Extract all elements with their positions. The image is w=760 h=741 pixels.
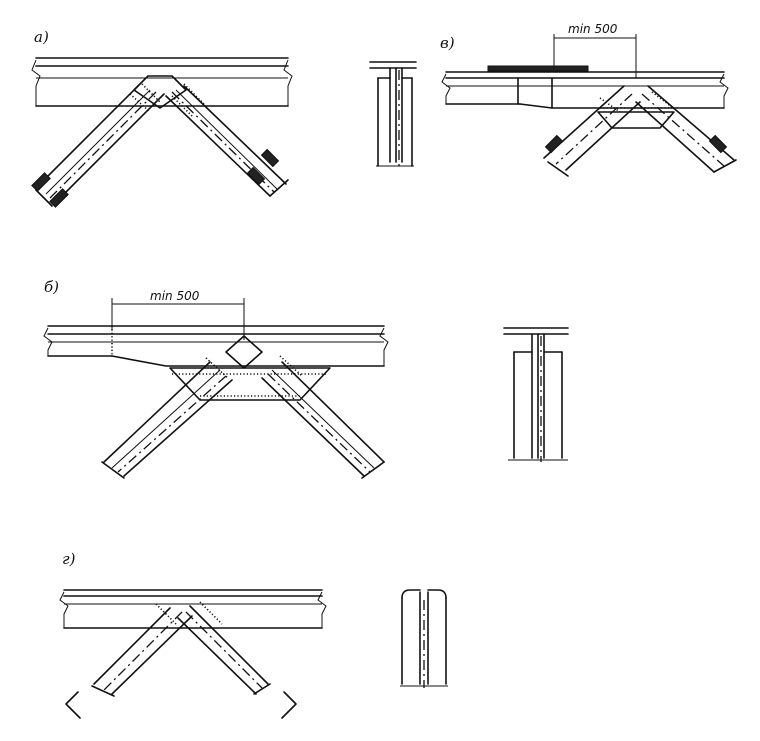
panel-v-gusset (597, 111, 675, 129)
panel-v-right-diagonal (635, 85, 737, 173)
panel-g-angle-mark-left (65, 691, 81, 719)
panel-v-label: в) (440, 34, 455, 52)
panel-g: г) (59, 550, 448, 719)
panel-b-gusset (169, 367, 331, 401)
panel-v-left-diagonal (543, 85, 641, 177)
panel-g-chord (59, 589, 327, 629)
panel-a-right-diagonal (165, 83, 289, 197)
panel-b-label: б) (44, 278, 59, 296)
panel-b-apex (225, 335, 263, 369)
panel-v-chord (441, 65, 729, 109)
panel-b-dimension-text: min 500 (150, 289, 200, 303)
panel-a-chord (31, 57, 293, 107)
panel-b-left-diagonal (101, 357, 233, 479)
panel-a-section (369, 61, 417, 167)
panel-b-section (503, 327, 569, 462)
panel-v-dimension: min 500 (553, 22, 637, 78)
panel-b-right-diagonal (261, 355, 385, 479)
panel-a-left-diagonal (31, 83, 165, 208)
panel-g-label: г) (62, 550, 76, 568)
panel-g-angle-mark-right (281, 691, 297, 719)
panel-b: б) min 500 (43, 278, 569, 479)
panel-v: в) min 500 (440, 22, 737, 177)
panel-a-label: а) (34, 28, 49, 46)
panel-g-left-diagonal (65, 603, 193, 719)
panel-a: а) (31, 28, 417, 208)
panel-v-dimension-text: min 500 (568, 22, 618, 36)
panel-b-dimension: min 500 (111, 289, 245, 340)
panel-b-chord (43, 325, 389, 367)
panel-g-right-diagonal (177, 601, 297, 719)
panel-g-section (400, 589, 448, 688)
